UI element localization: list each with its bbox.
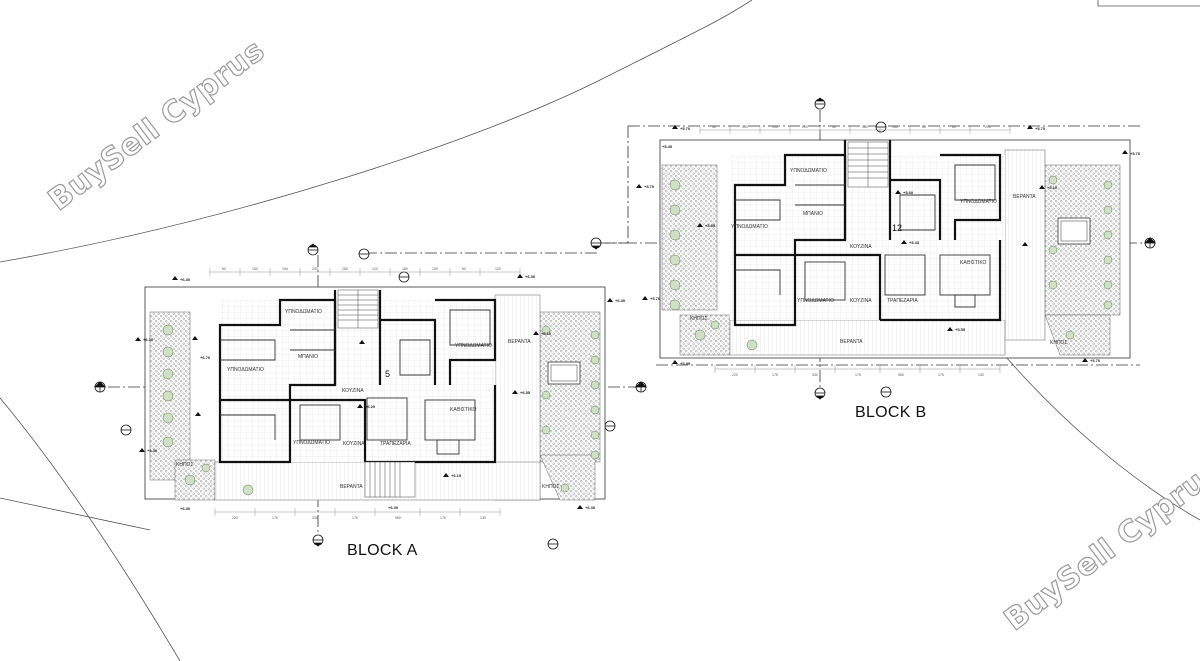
block-b-level-10: +5.70 (1130, 151, 1141, 156)
svg-text:120: 120 (495, 267, 501, 271)
block-a-level-5: +6.70 (200, 355, 211, 360)
svg-text:160: 160 (892, 125, 898, 129)
svg-text:200: 200 (802, 125, 808, 129)
block-b-room-veranda-1: ΒΕΡΑΝΤΑ (1013, 194, 1036, 200)
block-b-level-12: +5.10 (1047, 185, 1058, 190)
svg-text:330: 330 (812, 373, 818, 377)
block-a-level-1: +6.30 (180, 277, 191, 282)
block-b-room-living: ΚΑΘΙΣΤΙΚΟ (960, 260, 987, 266)
svg-text:120: 120 (372, 267, 378, 271)
svg-text:60: 60 (462, 267, 466, 271)
block-b-room-bedroom-2: ΥΠΝΟΔΩΜΑΤΙΟ (731, 224, 768, 230)
block-a-room-living: ΚΑΘΙΣΤΙΚΟ (450, 407, 477, 413)
block-a-level-10: +6.55 (520, 390, 531, 395)
svg-text:130: 130 (480, 516, 486, 520)
block-b-level-13: +5.85 (680, 361, 691, 366)
block-a-room-veranda-2: ΒΕΡΑΝΤΑ (340, 484, 363, 490)
block-a-level-9: +6.30 (615, 298, 626, 303)
svg-text:154: 154 (282, 267, 288, 271)
svg-text:220: 220 (732, 373, 738, 377)
block-b-room-bedroom-4: ΥΠΝΟΔΩΜΑΤΙΟ (960, 199, 997, 205)
svg-text:175: 175 (272, 516, 278, 520)
svg-text:200: 200 (985, 125, 991, 129)
block-b-level-4: +5.70 (650, 296, 661, 301)
block-a-level-13: +6.30 (388, 505, 399, 510)
block-a-room-bedroom-1: ΥΠΝΟΔΩΜΑΤΙΟ (285, 309, 322, 315)
block-a-room-bedroom-2: ΥΠΝΟΔΩΜΑΤΙΟ (227, 367, 264, 373)
block-a-unit-number: 5 (385, 369, 390, 379)
block-a-room-bedroom-3: ΥΠΝΟΔΩΜΑΤΙΟ (293, 440, 330, 446)
block-b-room-garden-2: ΚΗΠΟΣ (1050, 340, 1068, 346)
block-b-unit-number: 12 (892, 223, 902, 233)
block-b-level-9: +5.70 (1035, 126, 1046, 131)
block-b-room-dining: ΤΡΑΠΕΖΑΡΙΑ (887, 298, 918, 304)
block-b-level-2: +5.40 (662, 144, 673, 149)
svg-text:200: 200 (312, 267, 318, 271)
svg-text:60: 60 (222, 267, 226, 271)
svg-text:150: 150 (772, 125, 778, 129)
block-a-level-6: +6.20 (365, 404, 376, 409)
svg-text:60: 60 (952, 125, 956, 129)
block-a-room-kitchen-2: ΚΟΥΖΙΝΑ (343, 441, 365, 447)
block-b-level-7: +5.43 (909, 240, 920, 245)
svg-text:150: 150 (252, 267, 258, 271)
svg-text:150: 150 (342, 267, 348, 271)
block-b-plan: 40 100 150 200 40 180 160 60 60 200 220 175 33… (636, 125, 1141, 377)
svg-text:180: 180 (402, 267, 408, 271)
block-a-room-dining: ΤΡΑΠΕΖΑΡΙΑ (380, 441, 411, 447)
block-b-level-5: +5.55 (705, 223, 716, 228)
block-b-level-8: +5.55 (955, 327, 966, 332)
svg-text:220: 220 (232, 516, 238, 520)
block-a-room-bedroom-4: ΥΠΝΟΔΩΜΑΤΙΟ (455, 343, 492, 349)
block-b-room-kitchen-2: ΚΟΥΖΙΝΑ (850, 298, 872, 304)
block-b-room-bedroom-1: ΥΠΝΟΔΩΜΑΤΙΟ (790, 168, 827, 174)
svg-text:175: 175 (440, 516, 446, 520)
svg-text:40: 40 (832, 125, 836, 129)
block-b-room-kitchen-1: ΚΟΥΖΙΝΑ (850, 244, 872, 250)
block-a-level-4: +6.30 (180, 506, 191, 511)
block-a-room-veranda-1: ΒΕΡΑΝΤΑ (508, 339, 531, 345)
svg-text:175: 175 (938, 373, 944, 377)
block-a-level-2: +6.30 (143, 337, 154, 342)
svg-text:175: 175 (772, 373, 778, 377)
section-markers (94, 97, 1156, 550)
svg-text:960: 960 (898, 373, 904, 377)
block-a-room-garden-2: ΚΗΠΟΣ (542, 484, 560, 490)
block-b-level-1: +5.70 (680, 126, 691, 131)
block-b-room-veranda-2: ΒΕΡΑΝΤΑ (840, 339, 863, 345)
svg-text:100: 100 (432, 267, 438, 271)
block-b-room-garden-1: ΚΗΠΟΣ (690, 316, 708, 322)
block-a-level-11: +6.10 (541, 331, 552, 336)
block-b-room-bathroom: ΜΠΑΝΙΟ (803, 211, 823, 217)
block-a-level-7: +6.15 (451, 473, 462, 478)
block-b-room-bedroom-3: ΥΠΝΟΔΩΜΑΤΙΟ (797, 298, 834, 304)
block-a-label: BLOCK A (347, 542, 418, 559)
svg-text:175: 175 (855, 373, 861, 377)
block-a-room-bathroom: ΜΠΑΝΙΟ (298, 354, 318, 360)
block-b-level-3: +5.70 (644, 184, 655, 189)
svg-text:175: 175 (352, 516, 358, 520)
block-b-level-6: +5.60 (903, 190, 914, 195)
svg-text:960: 960 (395, 516, 401, 520)
svg-text:40: 40 (712, 125, 716, 129)
svg-text:60: 60 (922, 125, 926, 129)
block-a-level-3: +6.30 (147, 448, 158, 453)
block-b-level-11: +5.70 (1090, 358, 1101, 363)
svg-text:330: 330 (312, 516, 318, 520)
block-a-level-12: +6.30 (585, 505, 596, 510)
svg-text:100: 100 (742, 125, 748, 129)
block-a-room-kitchen-1: ΚΟΥΖΙΝΑ (342, 388, 364, 394)
block-a-level-8: +6.30 (525, 274, 536, 279)
block-a-room-garden-1: ΚΗΠΟΣ (176, 462, 194, 468)
svg-text:130: 130 (978, 373, 984, 377)
svg-text:180: 180 (862, 125, 868, 129)
block-b-label: BLOCK B (855, 404, 927, 421)
